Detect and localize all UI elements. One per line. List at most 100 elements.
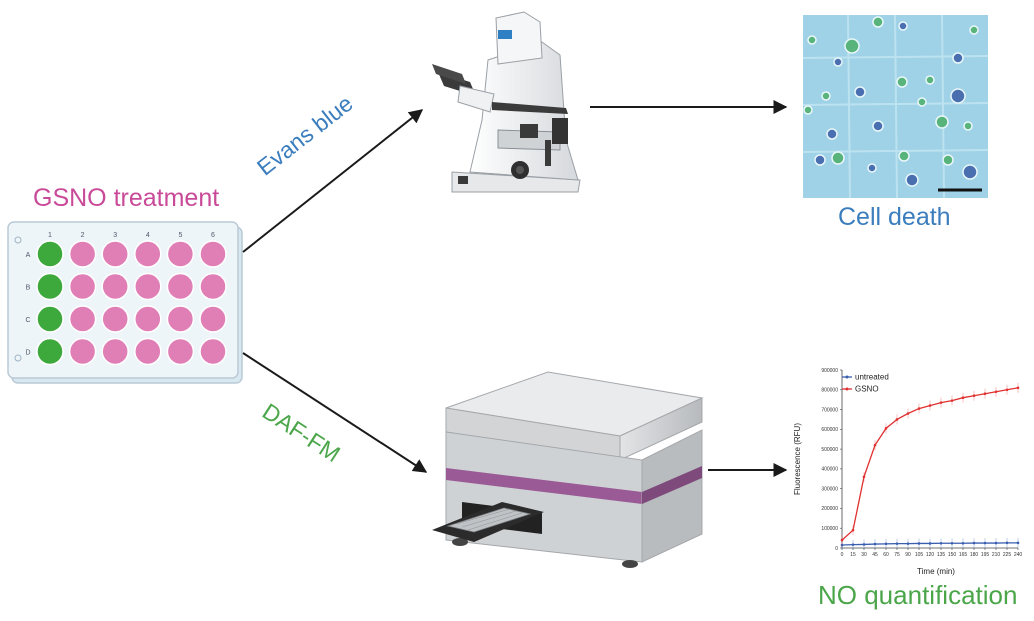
- y-tick-label: 100000: [821, 526, 838, 532]
- data-point: [972, 541, 976, 545]
- plate-row-label: A: [26, 252, 31, 259]
- plate-row-label: C: [25, 317, 30, 324]
- control-well: [36, 305, 64, 333]
- x-tick-label: 15: [850, 552, 856, 558]
- data-point: [939, 401, 943, 404]
- treated-well: [101, 305, 129, 333]
- data-point: [928, 404, 932, 407]
- cell: [807, 35, 817, 45]
- x-tick-label: 90: [905, 552, 911, 558]
- control-well: [36, 272, 64, 301]
- x-tick-label: 105: [915, 552, 924, 558]
- treated-well: [68, 240, 97, 268]
- legend-marker: [845, 375, 849, 379]
- treated-well: [101, 272, 129, 301]
- cell: [952, 52, 964, 64]
- legend-label: GSNO: [855, 385, 879, 394]
- x-tick-label: 75: [894, 552, 900, 558]
- x-tick-label: 120: [926, 552, 935, 558]
- data-point: [862, 543, 866, 546]
- treated-well: [101, 337, 129, 366]
- plate-column-label: 3: [113, 232, 117, 239]
- no-quantification-chart: 0100000200000300000400000500000600000700…: [793, 368, 1022, 576]
- treated-well: [166, 305, 195, 333]
- x-tick-label: 165: [959, 552, 968, 558]
- plate-column-label: 4: [146, 232, 150, 239]
- cell: [821, 91, 831, 101]
- data-point: [1016, 386, 1020, 390]
- cell: [872, 16, 884, 28]
- cell: [867, 163, 877, 173]
- data-point: [862, 475, 866, 479]
- data-point: [917, 542, 921, 545]
- x-tick-label: 135: [937, 552, 946, 558]
- cell: [963, 121, 973, 131]
- cell: [898, 21, 908, 31]
- cell: [950, 88, 966, 104]
- data-point: [906, 412, 910, 415]
- treated-well: [199, 337, 227, 366]
- cells: [803, 16, 979, 187]
- data-point: [983, 392, 987, 396]
- data-point: [917, 407, 921, 410]
- data-point: [1016, 541, 1020, 545]
- data-point: [884, 542, 888, 546]
- x-tick-label: 30: [861, 552, 867, 558]
- treated-well: [199, 272, 227, 301]
- y-tick-label: 200000: [821, 506, 838, 512]
- plate-row-label: D: [25, 350, 30, 357]
- data-point: [895, 542, 899, 545]
- x-tick-label: 60: [883, 552, 889, 558]
- x-tick-label: 180: [970, 552, 979, 558]
- treated-well: [199, 305, 227, 333]
- y-axis-label: Fluorescence (RFU): [793, 423, 802, 495]
- treated-well: [134, 272, 162, 301]
- y-tick-label: 900000: [821, 368, 838, 374]
- cell: [917, 97, 927, 107]
- plate-title: GSNO treatment: [33, 184, 220, 212]
- treated-well: [166, 337, 195, 366]
- arrow-to-plate-reader: [242, 352, 428, 473]
- data-point: [950, 399, 954, 402]
- cell: [905, 173, 919, 187]
- plate-row-label: B: [26, 285, 31, 292]
- x-tick-label: 45: [872, 552, 878, 558]
- plate-column-label: 5: [178, 232, 182, 239]
- data-point: [928, 542, 932, 545]
- cell: [833, 57, 843, 67]
- treated-well: [68, 305, 97, 333]
- y-tick-label: 400000: [821, 467, 838, 473]
- data-point: [972, 394, 976, 398]
- data-point: [994, 541, 998, 545]
- treated-well: [166, 240, 195, 268]
- data-point: [983, 541, 987, 545]
- cell: [942, 154, 954, 166]
- cell-death-micrograph: [802, 14, 989, 199]
- workflow-arrows: [242, 100, 788, 477]
- data-point: [1005, 541, 1009, 545]
- data-point: [895, 418, 899, 421]
- data-point: [994, 390, 998, 394]
- data-point: [1005, 388, 1009, 392]
- microscope-icon: [432, 11, 581, 193]
- control-well: [36, 337, 64, 366]
- x-axis-label: Time (min): [917, 567, 955, 576]
- treated-well: [199, 240, 227, 268]
- data-point: [950, 541, 954, 545]
- data-point: [884, 427, 888, 430]
- treated-well: [166, 272, 195, 301]
- cell: [814, 154, 826, 166]
- data-point: [851, 543, 855, 546]
- treated-well: [68, 272, 97, 301]
- arrow-to-microscope: [242, 109, 424, 253]
- y-tick-label: 700000: [821, 407, 838, 413]
- legend-marker: [845, 387, 849, 391]
- cell: [896, 76, 908, 88]
- legend-label: untreated: [855, 373, 889, 382]
- control-well: [36, 240, 64, 268]
- treated-well: [134, 305, 162, 333]
- plate-column-label: 2: [81, 232, 85, 239]
- cell: [854, 86, 866, 98]
- y-tick-label: 600000: [821, 427, 838, 433]
